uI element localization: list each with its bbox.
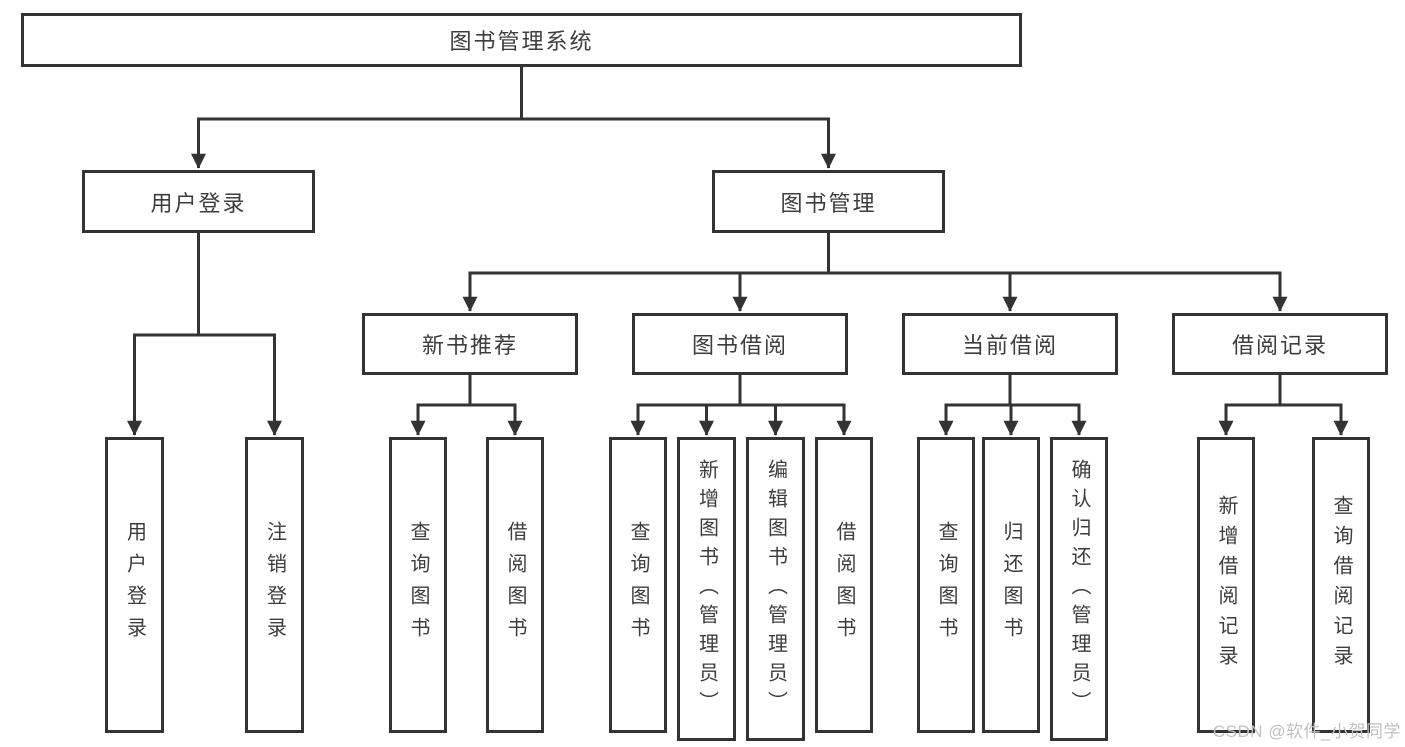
node-label-leaf-br-add: 新增借阅记录 (1215, 495, 1237, 675)
node-leaf-br-add: 新增借阅记录 (1197, 437, 1255, 733)
node-book-borrow: 图书借阅 (632, 313, 848, 375)
node-leaf-cb-query: 查询图书 (917, 437, 975, 733)
node-leaf-br-query: 查询借阅记录 (1312, 437, 1370, 733)
node-label-user-login: 用户登录 (150, 190, 247, 216)
node-root: 图书管理系统 (21, 13, 1022, 67)
node-current-borrow: 当前借阅 (902, 313, 1118, 375)
node-label-leaf-user-login: 用户登录 (123, 521, 146, 649)
node-label-leaf-cb-return: 归还图书 (1000, 521, 1022, 649)
node-label-borrow-records: 借阅记录 (1231, 333, 1328, 358)
node-leaf-bb-add: 新增图书（管理员） (677, 437, 736, 741)
node-label-leaf-cb-query: 查询图书 (935, 521, 957, 649)
watermark: CSDN @软件_小贺同学 (1212, 722, 1401, 741)
node-new-books: 新书推荐 (362, 313, 578, 375)
node-label-leaf-cb-confirm: 确认归还（管理员） (1068, 458, 1090, 720)
node-leaf-nb-query: 查询图书 (389, 437, 447, 733)
node-label-leaf-bb-query: 查询图书 (627, 521, 649, 649)
node-leaf-user-login: 用户登录 (105, 437, 164, 733)
node-label-leaf-nb-borrow: 借阅图书 (504, 521, 526, 649)
node-leaf-bb-edit: 编辑图书（管理员） (746, 437, 805, 741)
node-label-leaf-br-query: 查询借阅记录 (1330, 495, 1352, 675)
node-book-mgmt: 图书管理 (712, 170, 945, 233)
node-label-root: 图书管理系统 (449, 29, 594, 54)
node-label-leaf-bb-edit: 编辑图书（管理员） (764, 458, 787, 720)
node-label-new-books: 新书推荐 (421, 333, 518, 358)
node-leaf-bb-query: 查询图书 (609, 437, 667, 733)
node-label-leaf-nb-query: 查询图书 (407, 521, 429, 649)
node-label-leaf-logout: 注销登录 (263, 521, 286, 649)
node-leaf-cb-confirm: 确认归还（管理员） (1050, 437, 1108, 741)
node-label-current-borrow: 当前借阅 (961, 333, 1058, 358)
node-leaf-logout: 注销登录 (245, 437, 304, 733)
node-user-login: 用户登录 (82, 170, 315, 233)
node-leaf-bb-borrow: 借阅图书 (815, 437, 873, 733)
node-label-book-borrow: 图书借阅 (691, 333, 788, 358)
node-borrow-records: 借阅记录 (1172, 313, 1388, 375)
node-label-leaf-bb-borrow: 借阅图书 (833, 521, 855, 649)
node-leaf-cb-return: 归还图书 (982, 437, 1040, 733)
node-leaf-nb-borrow: 借阅图书 (486, 437, 544, 733)
node-label-book-mgmt: 图书管理 (780, 190, 877, 216)
connector-lines (127, 66, 1349, 436)
node-label-leaf-bb-add: 新增图书（管理员） (695, 458, 718, 720)
